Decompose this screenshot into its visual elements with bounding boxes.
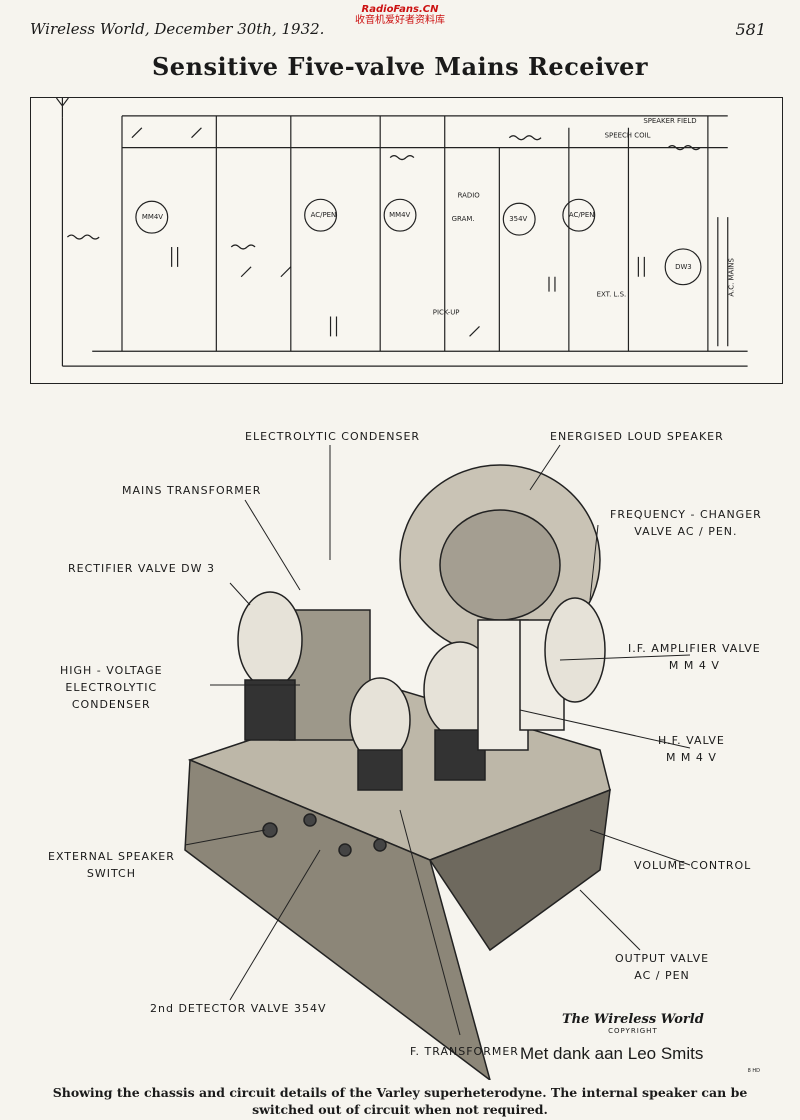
circuit-schematic: MM4V AC/PEN MM4V 354V AC/PEN DW3 RADIO G… xyxy=(30,97,783,384)
schematic-label-radio: RADIO xyxy=(458,191,481,199)
callout-line: CONDENSER xyxy=(71,698,151,711)
callout-line: M M 4 V xyxy=(665,751,717,764)
figure-caption: Showing the chassis and circuit details … xyxy=(40,1084,760,1118)
schematic-label-speaker-field: SPEAKER FIELD xyxy=(643,117,696,125)
callout-volume-control: VOLUME CONTROL xyxy=(634,859,752,872)
callout-line: FREQUENCY - CHANGER xyxy=(610,508,762,521)
plate-number: 8 HD xyxy=(747,1068,760,1074)
callout-line: HIGH - VOLTAGE xyxy=(60,664,163,677)
caption-line: switched out of circuit when not require… xyxy=(252,1102,548,1117)
chassis-drawing xyxy=(184,444,691,1080)
thanks-note: Met dank aan Leo Smits xyxy=(520,1044,704,1063)
callout-line: SWITCH xyxy=(86,867,137,880)
watermark-radiofans: RadioFans.CN 收音机爱好者资料库 xyxy=(355,4,445,26)
callout-line: M M 4 V xyxy=(668,659,720,672)
callout-line: VALVE AC / PEN. xyxy=(634,525,738,538)
callout-line: I.F. AMPLIFIER VALVE xyxy=(628,642,761,655)
callout-external-speaker-switch: EXTERNAL SPEAKER SWITCH xyxy=(48,848,175,882)
watermark-tagline: 收音机爱好者资料库 xyxy=(355,15,445,26)
schematic-label-ext-ls: EXT. L.S. xyxy=(597,291,627,299)
callout-detector-valve: 2nd DETECTOR VALVE 354V xyxy=(150,1002,327,1015)
callout-electrolytic-condenser: ELECTROLYTIC CONDENSER xyxy=(245,430,421,443)
caption-line: Showing the chassis and circuit details … xyxy=(52,1085,748,1100)
chassis-illustration xyxy=(0,390,800,1080)
schematic-label-pickup: PICK-UP xyxy=(433,308,460,316)
page-number: 581 xyxy=(735,20,766,39)
callout-line: AC / PEN xyxy=(634,969,690,982)
callout-frequency-changer: FREQUENCY - CHANGER VALVE AC / PEN. xyxy=(610,506,762,540)
callout-line: ELECTROLYTIC xyxy=(65,681,158,694)
callout-high-voltage-condenser: HIGH - VOLTAGE ELECTROLYTIC CONDENSER xyxy=(60,662,163,713)
callout-rectifier: RECTIFIER VALVE DW 3 xyxy=(68,562,215,575)
schematic-valve-label: AC/PEN xyxy=(569,211,595,219)
schematic-label-speech-coil: SPEECH COIL xyxy=(605,132,651,140)
callout-line: OUTPUT VALVE xyxy=(615,952,710,965)
callout-hf-valve: H.F. VALVE M M 4 V xyxy=(658,732,725,766)
schematic-valve-label: MM4V xyxy=(389,211,410,219)
callout-transformer: F. TRANSFORMER xyxy=(410,1045,519,1058)
callout-line: EXTERNAL SPEAKER xyxy=(48,850,175,863)
page-header-journal: Wireless World, December 30th, 1932. xyxy=(30,20,325,38)
schematic-valve-label: MM4V xyxy=(142,213,163,221)
schematic-valve-label: DW3 xyxy=(675,263,692,271)
article-title: Sensitive Five-valve Mains Receiver xyxy=(151,52,649,81)
watermark-site: RadioFans.CN xyxy=(361,4,439,15)
copyright-block: The Wireless World COPYRIGHT xyxy=(562,1012,704,1035)
schematic-label-mains: A.C. MAINS xyxy=(728,258,736,297)
callout-if-amplifier: I.F. AMPLIFIER VALVE M M 4 V xyxy=(628,640,761,674)
callout-energised-speaker: ENERGISED LOUD SPEAKER xyxy=(550,430,724,443)
schematic-valve-label: AC/PEN xyxy=(311,211,337,219)
callout-line: H.F. VALVE xyxy=(658,734,725,747)
schematic-label-gram: GRAM. xyxy=(452,215,475,223)
schematic-drawing: MM4V AC/PEN MM4V 354V AC/PEN DW3 RADIO G… xyxy=(55,98,748,367)
callout-output-valve: OUTPUT VALVE AC / PEN xyxy=(615,950,709,984)
callout-mains-transformer: MAINS TRANSFORMER xyxy=(122,484,262,497)
copyright-brand: The Wireless World xyxy=(562,1012,704,1027)
copyright-label: COPYRIGHT xyxy=(608,1027,658,1035)
schematic-valve-label: 354V xyxy=(509,215,527,223)
